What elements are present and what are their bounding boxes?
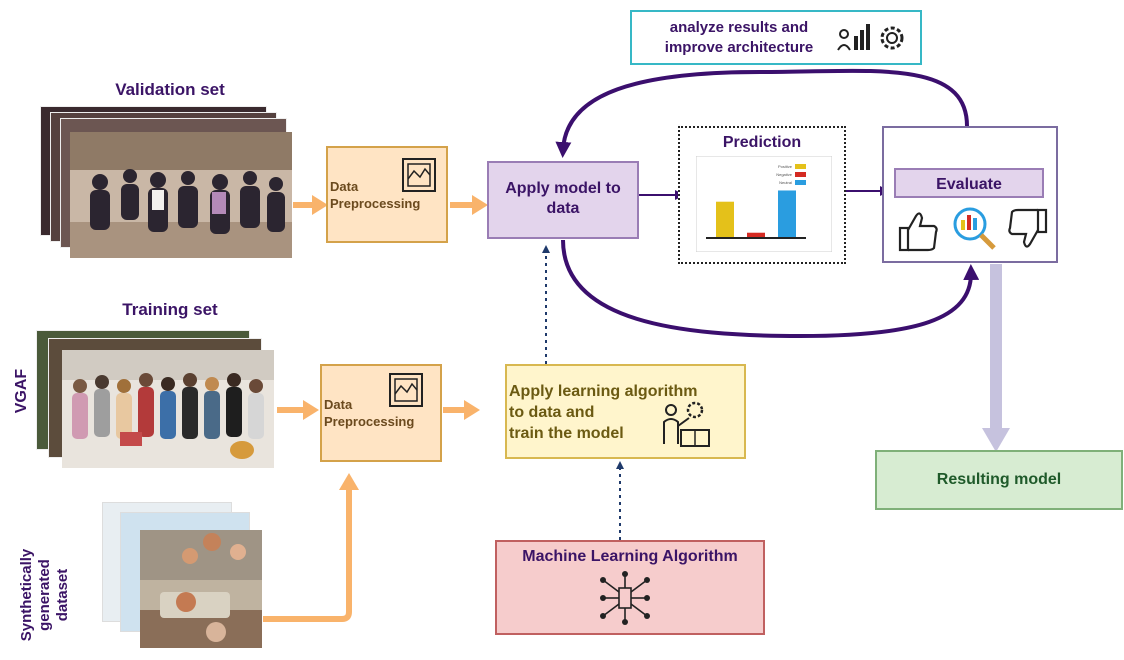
synthetic-label-line1: Synthetically [18,548,35,642]
synthetic-label-line3: dataset [54,568,71,622]
validation-set-label: Validation set [115,80,225,99]
synthetic-photo [140,530,262,648]
thumbs-down-icon [1008,208,1048,248]
arrow-feedback-loop [555,68,969,158]
legend-swatch-neutral [795,180,806,185]
apply-model-line2: data [546,200,580,217]
apply-model-line1: Apply model to [505,180,621,197]
resulting-model-box: Resulting model [875,450,1123,510]
apply-learning-box: Apply learning algorithm to data and tra… [505,364,746,459]
arrow-synthetic-to-preprocess [263,473,359,622]
training-photo [62,350,274,468]
apply-model-box: Apply model to data [487,161,639,239]
preprocess-bottom-line1: Data [324,397,353,412]
preprocessing-icon [389,373,423,407]
bar-positive [716,201,734,238]
bar-negative [747,232,765,238]
bar-neutral [778,190,796,238]
preprocess-top-line1: Data [330,179,359,194]
gear-icon [880,26,904,50]
legend-label-positive: Positive [778,164,793,169]
apply-learning-line1: Apply learning algorithm [509,383,698,400]
preprocess-top-line2: Preprocessing [330,196,421,211]
preprocess-bottom-line2: Preprocessing [324,414,415,429]
ml-algorithm-title: Machine Learning Algorithm [522,548,738,565]
evaluate-label: Evaluate [894,168,1044,198]
synthetic-label: Synthetically generated dataset [18,530,72,660]
preprocessing-icon [402,158,436,192]
arrow-validation-to-preprocess [293,195,328,215]
apply-learning-line2: to data and [509,404,595,421]
evaluate-panel: Evaluate [882,126,1058,263]
vgaf-label: VGAF [13,368,30,414]
preprocess-box-top: Data Preprocessing [326,146,448,243]
analytics-person-icon [837,24,870,51]
legend-label-neutral: Neutral [779,180,792,185]
arrow-training-to-preprocess [277,400,319,420]
analyze-line2: improve architecture [664,39,814,56]
arrow-apply-to-evaluate [561,239,980,339]
arrow-preprocess-to-apply [450,195,488,215]
neural-network-icon [600,571,650,625]
analyze-box: analyze results and improve architecture [630,10,922,65]
chart-bars [716,190,796,238]
arrow-preprocess-to-learning [443,400,480,420]
analysis-magnifier-icon [953,207,996,250]
legend-swatch-positive [795,164,806,169]
evaluate-icons [898,207,1048,252]
validation-photo [70,132,292,258]
teaching-gear-icon [663,401,710,447]
legend-label-negative: Negative [776,172,793,177]
training-image-stack [36,330,281,475]
apply-learning-line3: train the model [509,425,624,442]
preprocess-box-bottom: Data Preprocessing [320,364,442,462]
resulting-model-label: Resulting model [936,471,1062,488]
ml-algorithm-box: Machine Learning Algorithm [495,540,765,635]
synthetic-label-line2: generated [36,559,53,631]
analyze-line1: analyze results and [669,19,809,36]
validation-image-stack [40,106,300,261]
prediction-title: Prediction [722,134,802,151]
legend-swatch-negative [795,172,806,177]
thumbs-up-icon [898,212,938,252]
synthetic-image-stack [102,502,267,652]
arrow-evaluate-to-result [982,264,1010,452]
training-set-label: Training set [122,300,218,319]
